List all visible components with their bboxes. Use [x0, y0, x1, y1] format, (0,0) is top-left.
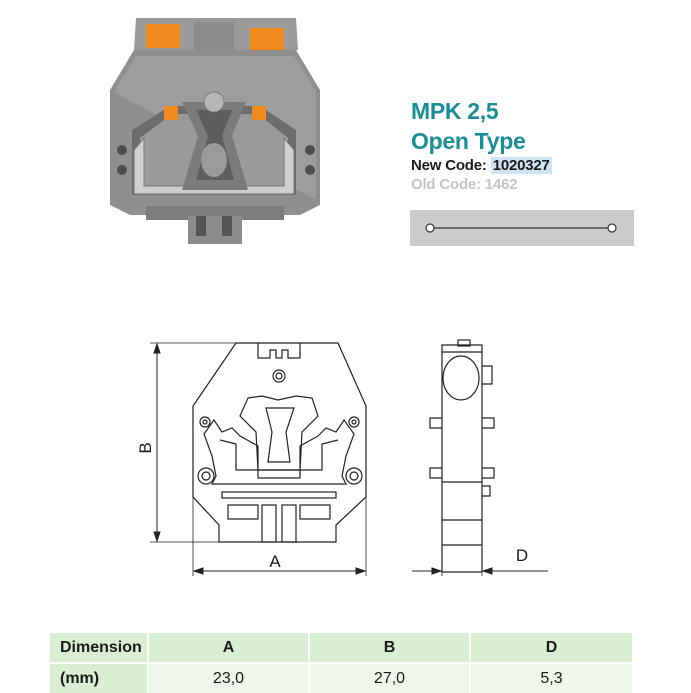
orange-latch-right-icon — [250, 28, 284, 52]
table-unit-label: (mm) — [50, 663, 148, 693]
table-header-b: B — [308, 633, 470, 664]
table-value-a: 23,0 — [147, 663, 309, 693]
old-code-value: 1462 — [484, 176, 518, 193]
dimension-label-a: A — [269, 552, 281, 571]
dimension-label-d: D — [516, 546, 528, 565]
dimension-table: Dimension A B D (mm) 23,0 27,0 5,3 — [50, 633, 632, 693]
technical-drawing: A D B — [136, 339, 548, 576]
dimension-label-b: B — [136, 442, 155, 453]
old-code-row: Old Code: 1462 — [411, 175, 651, 194]
product-type: Open Type — [411, 128, 526, 154]
product-photo — [110, 18, 320, 244]
table-header-label: Dimension — [50, 633, 148, 664]
product-name: MPK 2,5 — [411, 98, 499, 124]
circuit-symbol-icon — [410, 210, 634, 246]
table-value-b: 27,0 — [308, 663, 470, 693]
old-code-label: Old Code: — [411, 176, 481, 193]
product-info: MPK 2,5 Open Type New Code: 1020327 Old … — [411, 96, 651, 194]
table-value-d: 5,3 — [469, 663, 632, 693]
table-header-a: A — [147, 633, 309, 664]
orange-latch-left-icon — [146, 24, 180, 48]
table-header-d: D — [469, 633, 632, 664]
new-code-row: New Code: 1020327 — [411, 156, 651, 175]
table-row: (mm) 23,0 27,0 5,3 — [50, 663, 632, 693]
table-header-row: Dimension A B D — [50, 633, 632, 664]
new-code-label: New Code: — [411, 157, 487, 174]
new-code-value: 1020327 — [490, 157, 552, 174]
